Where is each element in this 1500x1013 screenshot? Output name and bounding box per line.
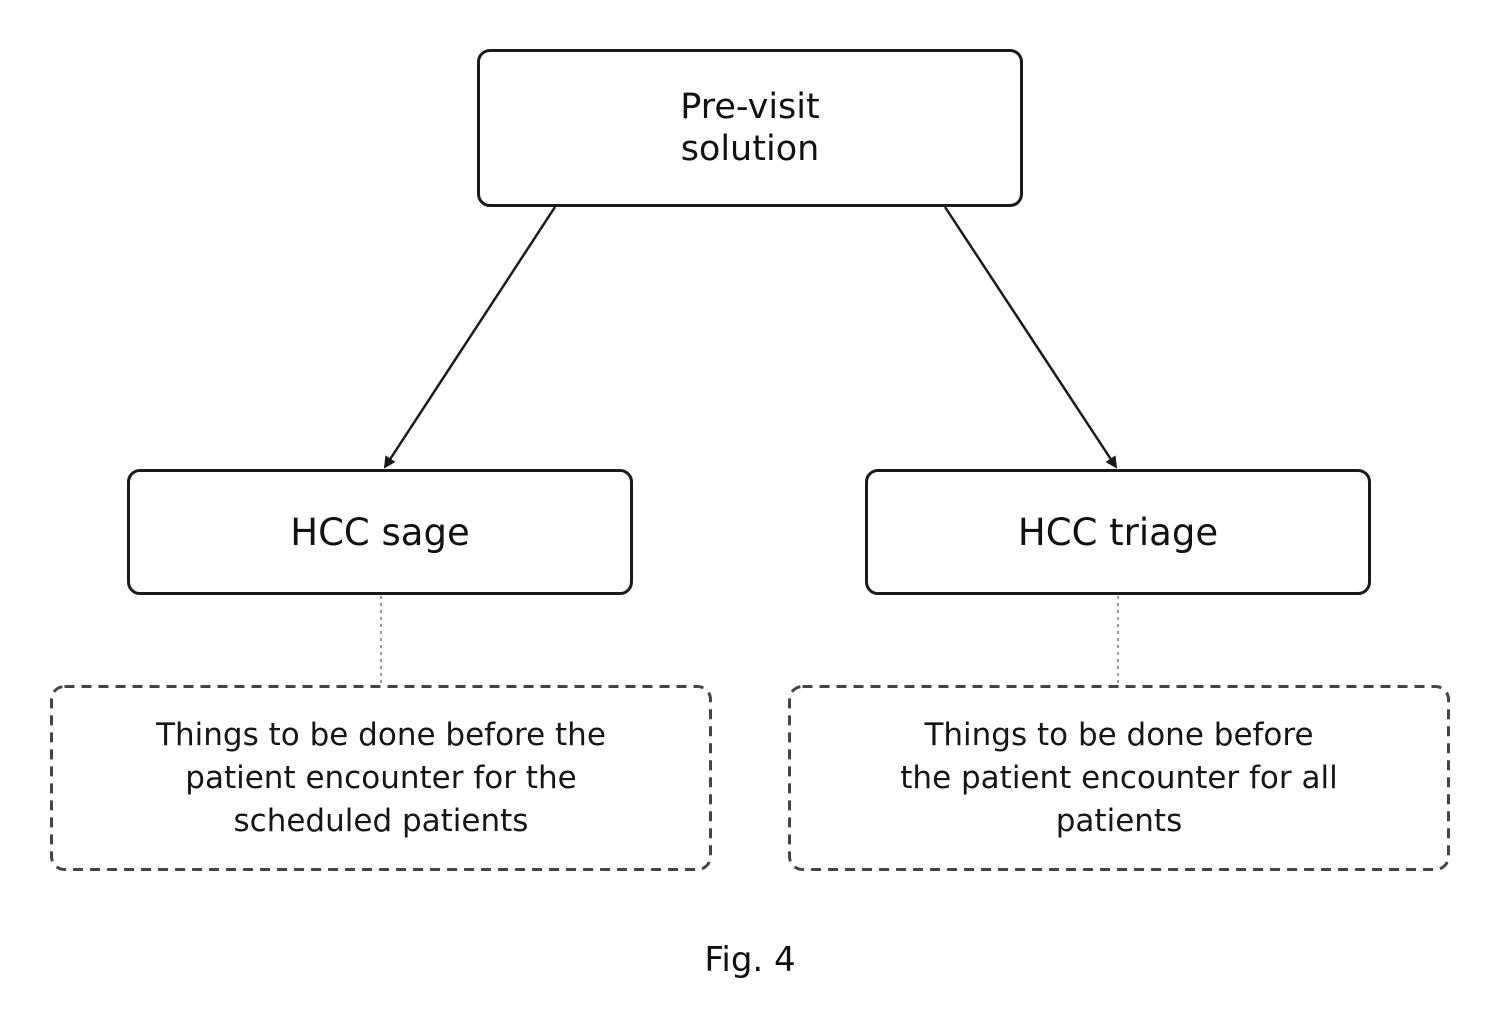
node-pre-visit-solution-label-line-2: solution xyxy=(680,129,820,169)
node-pre-visit-solution: Pre-visit solution xyxy=(477,49,1023,207)
node-pre-visit-solution-label-line-1: Pre-visit xyxy=(680,87,820,127)
note-hcc-triage-line-1: Things to be done before xyxy=(924,716,1314,753)
note-hcc-triage-text: Things to be done before the patient enc… xyxy=(900,714,1337,843)
note-hcc-triage: Things to be done before the patient enc… xyxy=(788,685,1450,871)
arrow-root-to-hcc-sage xyxy=(383,206,557,469)
note-hcc-sage-text: Things to be done before the patient enc… xyxy=(156,714,606,843)
note-hcc-triage-line-2: the patient encounter for all xyxy=(900,759,1338,796)
arrow-root-to-hcc-triage xyxy=(943,206,1118,469)
note-hcc-sage-line-1: Things to be done before the xyxy=(156,716,606,753)
note-border-hcc-sage xyxy=(50,685,712,871)
note-hcc-sage-line-3: scheduled patients xyxy=(233,802,529,839)
node-pre-visit-solution-label: Pre-visit solution xyxy=(680,86,819,170)
node-hcc-triage: HCC triage xyxy=(865,469,1371,595)
note-hcc-sage-line-2: patient encounter for the xyxy=(185,759,577,796)
figure-caption: Fig. 4 xyxy=(704,940,796,980)
node-hcc-triage-label: HCC triage xyxy=(1017,510,1219,554)
note-hcc-triage-line-3: patients xyxy=(1055,802,1183,839)
note-border-hcc-triage xyxy=(788,685,1450,871)
node-hcc-sage-label: HCC sage xyxy=(290,510,470,554)
node-hcc-sage: HCC sage xyxy=(127,469,633,595)
note-hcc-sage: Things to be done before the patient enc… xyxy=(50,685,712,871)
